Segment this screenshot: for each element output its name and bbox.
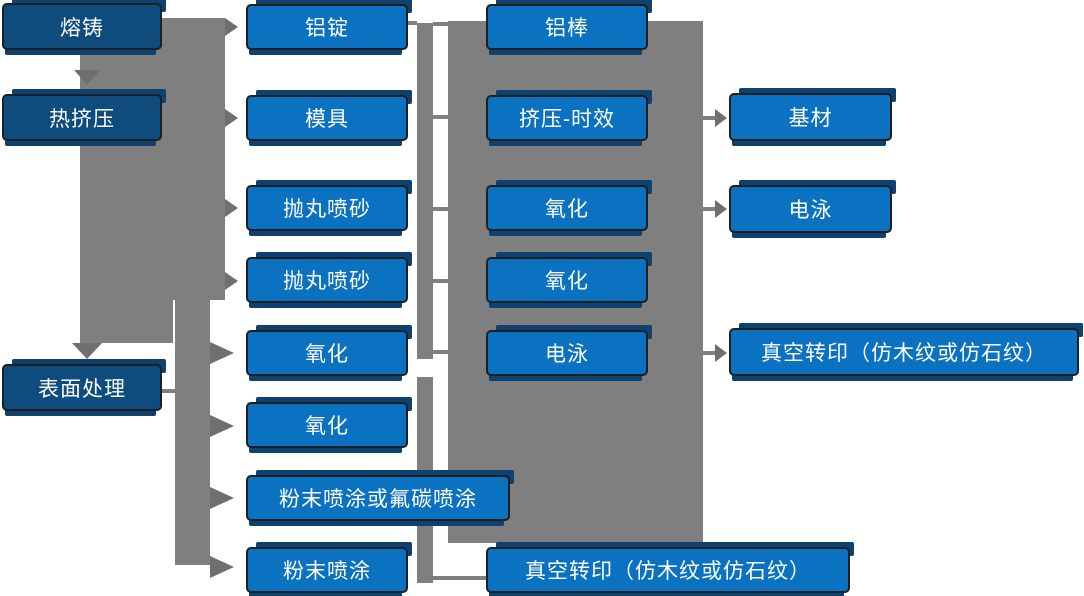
tick-vacuum-transfer-row	[433, 576, 486, 580]
arrow-to-mold-icon	[225, 109, 238, 127]
node-label: 氧化	[305, 343, 349, 366]
link-bar-upper	[417, 23, 433, 359]
node-vacuum-transfer-2: 真空转印（仿木纹或仿石纹）	[729, 323, 1083, 381]
tick-surface-treatment	[162, 389, 178, 393]
node-label: 氧化	[305, 415, 349, 438]
node-label: 粉末喷涂或氟碳喷涂	[279, 488, 477, 511]
node-al-ingot: 铝锭	[246, 0, 412, 55]
node-hot-extrusion: 热挤压	[2, 89, 166, 146]
node-vacuum-transfer-1: 真空转印（仿木纹或仿石纹）	[486, 542, 854, 596]
node-label: 铝棒	[545, 17, 589, 40]
arrow-to-al-ingot-icon	[225, 18, 238, 36]
connector-trunk-right	[173, 104, 225, 300]
tick-extrusion-row	[433, 115, 448, 119]
node-label: 模具	[305, 108, 349, 131]
node-extrusion-aging: 挤压-时效	[486, 90, 652, 146]
tick-electrophoresis-row	[433, 350, 448, 354]
arrow-to-vacuum-transfer-2-icon	[715, 344, 727, 362]
node-label: 抛丸喷砂	[283, 270, 371, 293]
node-label: 表面处理	[38, 377, 126, 401]
node-label: 抛丸喷砂	[283, 198, 371, 221]
node-electrophoresis-2: 电泳	[729, 180, 896, 238]
node-oxidation-1: 氧化	[246, 325, 412, 381]
arrow-to-shot-blast-1-icon	[225, 199, 238, 217]
node-mold: 模具	[246, 90, 412, 146]
node-label: 热挤压	[49, 107, 115, 131]
arrow-to-oxidation-2-icon	[210, 415, 234, 437]
connector-left-narrow-band	[175, 300, 210, 565]
node-powder-coating: 粉末喷涂	[246, 542, 412, 596]
node-label: 真空转印（仿木纹或仿石纹）	[761, 342, 1047, 365]
arrow-to-oxidation-1-icon	[210, 342, 234, 364]
arrow-to-base-material-icon	[715, 109, 727, 127]
arrow-to-powder-fluorocarbon-icon	[210, 487, 234, 509]
node-label: 熔铸	[60, 16, 104, 40]
node-powder-or-fluorocarbon: 粉末喷涂或氟碳喷涂	[246, 470, 514, 526]
node-label: 挤压-时效	[519, 108, 615, 131]
node-label: 粉末喷涂	[283, 560, 371, 583]
arrow-to-electrophoresis-2-icon	[715, 200, 727, 218]
node-oxidation-4: 氧化	[486, 252, 652, 308]
node-label: 基材	[788, 107, 833, 130]
line-to-electrophoresis-2	[703, 207, 715, 211]
node-label: 真空转印（仿木纹或仿石纹）	[525, 560, 811, 583]
node-label: 氧化	[545, 198, 589, 221]
tick-al-ingot	[404, 21, 417, 25]
node-al-rod: 铝棒	[486, 0, 652, 55]
arrow-to-powder-coating-icon	[210, 556, 234, 578]
connector-trunk	[80, 18, 173, 343]
arrow-to-shot-blast-2-icon	[225, 272, 238, 290]
node-base-material: 基材	[729, 88, 896, 146]
arrow-down-surface-treatment-icon	[72, 343, 102, 359]
node-melt: 熔铸	[2, 0, 166, 55]
arrow-down-hot-extrusion-icon	[74, 70, 100, 85]
tick-al-rod-row	[433, 22, 448, 26]
node-label: 氧化	[545, 270, 589, 293]
tick-oxidation-row-2	[433, 279, 448, 283]
node-electrophoresis-1: 电泳	[486, 325, 652, 381]
line-to-vacuum-transfer-2	[703, 351, 715, 355]
node-oxidation-3: 氧化	[486, 180, 652, 236]
node-surface-treatment: 表面处理	[2, 359, 166, 416]
node-label: 铝锭	[305, 17, 349, 40]
node-shot-blast-1: 抛丸喷砂	[246, 180, 412, 236]
node-oxidation-2: 氧化	[246, 397, 412, 453]
node-label: 电泳	[788, 199, 833, 222]
node-label: 电泳	[545, 343, 589, 366]
line-to-base-material	[703, 116, 715, 120]
tick-oxidation-row-1	[433, 207, 448, 211]
node-shot-blast-2: 抛丸喷砂	[246, 252, 412, 308]
